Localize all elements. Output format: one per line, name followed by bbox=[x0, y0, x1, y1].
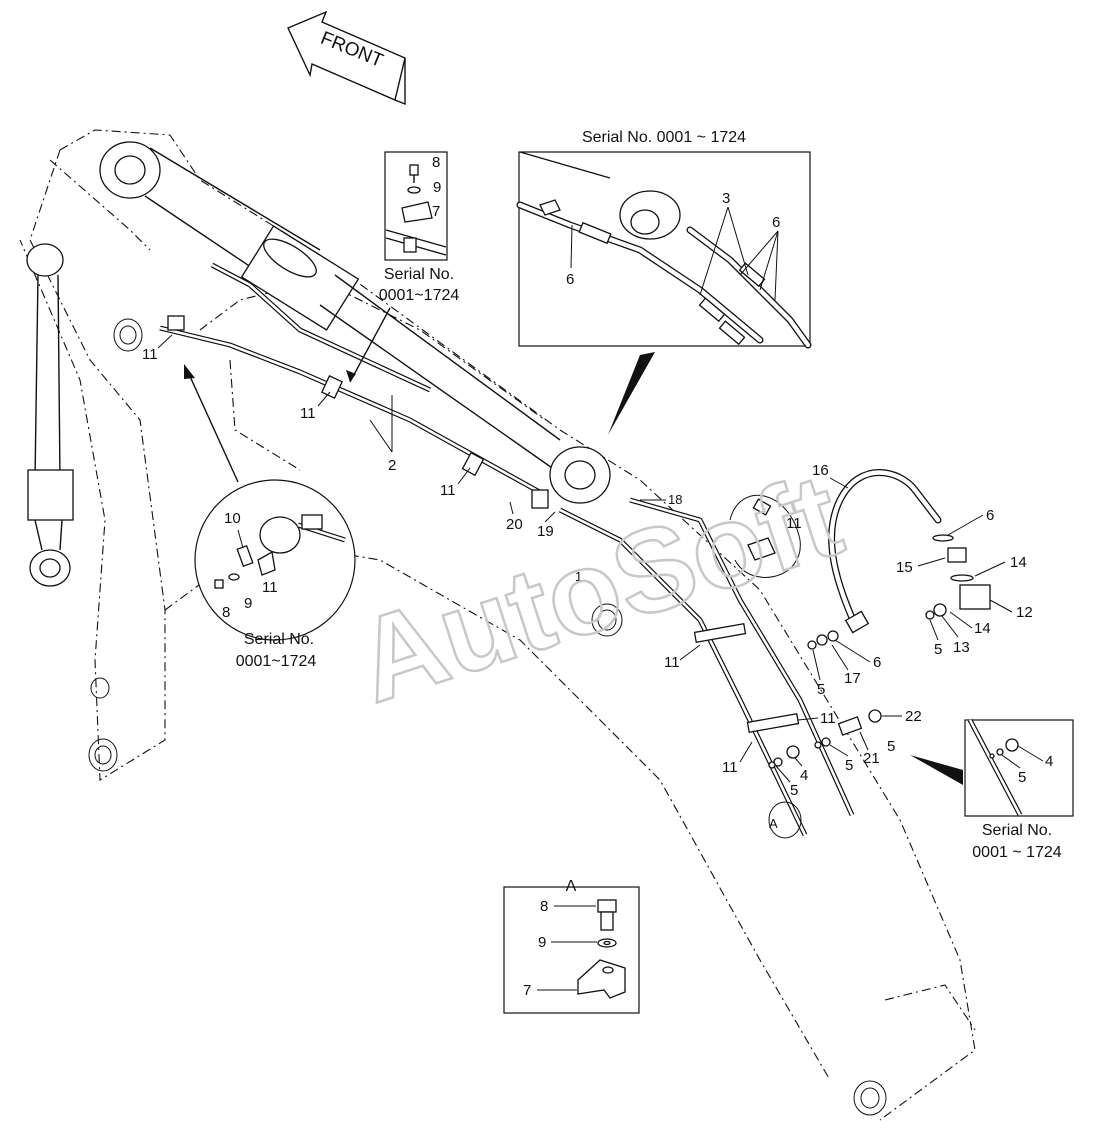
detail-a: A 8 9 7 A bbox=[503, 816, 778, 1014]
callout-17: 17 bbox=[844, 670, 861, 687]
callout-6-inset: 6 bbox=[566, 271, 574, 288]
callout-20: 20 bbox=[506, 516, 523, 533]
callout-11-f: 11 bbox=[722, 759, 738, 776]
callout-11-a: 11 bbox=[142, 346, 158, 363]
callout-14-a: 14 bbox=[1010, 554, 1027, 571]
callout-11-d: 11 bbox=[664, 654, 680, 671]
right-inset: 4 5 Serial No. 0001 ~ 1724 bbox=[910, 718, 1074, 861]
callout-15: 15 bbox=[896, 559, 913, 576]
callout-5-c: 5 bbox=[887, 738, 895, 755]
serial-top-inset: Serial No. 0001 ~ 1724 bbox=[582, 129, 746, 146]
fittings bbox=[768, 534, 991, 839]
boom-pipes bbox=[159, 262, 855, 837]
callout-19: 19 bbox=[537, 523, 554, 540]
callout-21: 21 bbox=[863, 750, 880, 767]
callout-8-small: 8 bbox=[432, 154, 440, 171]
small-inset: 8 9 7 Serial No. 0001~1724 bbox=[346, 151, 460, 383]
callout-8-detail: 8 bbox=[540, 898, 548, 915]
callout-14-b: 14 bbox=[974, 620, 991, 637]
callout-11-c: 11 bbox=[440, 482, 456, 499]
callout-18: 18 bbox=[668, 492, 682, 507]
callout-3: 3 bbox=[722, 190, 730, 207]
boom-cylinder bbox=[99, 141, 611, 504]
callout-4-right: 4 bbox=[1045, 753, 1053, 770]
callout-6-b: 6 bbox=[873, 654, 881, 671]
clamp-detail-11: 11 bbox=[729, 494, 802, 578]
callout-4: 4 bbox=[800, 767, 808, 784]
callout-7-small: 7 bbox=[432, 203, 440, 220]
callout-9-detail: 9 bbox=[538, 934, 546, 951]
arm-cylinder bbox=[26, 243, 74, 587]
callout-8-left: 8 bbox=[222, 604, 230, 621]
callout-13: 13 bbox=[953, 639, 970, 656]
serial-left-line1: Serial No. bbox=[244, 631, 314, 648]
serial-right-line2: 0001 ~ 1724 bbox=[972, 844, 1062, 861]
callout-6-a: 6 bbox=[986, 507, 994, 524]
callout-11-left-inset: 11 bbox=[262, 579, 278, 596]
callout-5-right: 5 bbox=[1018, 769, 1026, 786]
hose-16 bbox=[828, 469, 942, 634]
serial-small-line2: 0001~1724 bbox=[379, 287, 460, 304]
callout-7-detail: 7 bbox=[523, 982, 531, 999]
callout-16: 16 bbox=[812, 462, 829, 479]
callout-1: 1 bbox=[575, 569, 582, 584]
callout-10: 10 bbox=[224, 510, 241, 527]
callout-9-left: 9 bbox=[244, 595, 252, 612]
detail-a-label: A bbox=[566, 878, 577, 895]
callout-5-a: 5 bbox=[934, 641, 942, 658]
serial-small-line1: Serial No. bbox=[384, 266, 454, 283]
serial-left-line2: 0001~1724 bbox=[236, 653, 317, 670]
top-inset: Serial No. 0001 ~ 1724 3 6 6 bbox=[516, 129, 812, 435]
callout-5-e: 5 bbox=[790, 782, 798, 799]
callout-11-e: 11 bbox=[820, 710, 836, 727]
callout-6-top: 6 bbox=[772, 214, 780, 231]
callout-2: 2 bbox=[388, 457, 396, 474]
clamps bbox=[167, 315, 800, 734]
callout-12: 12 bbox=[1016, 604, 1033, 621]
callouts: 11 11 2 11 20 19 1 18 16 6 14 15 12 14 1… bbox=[142, 334, 1033, 799]
pointer-triangle-top bbox=[608, 352, 655, 435]
left-inset: 10 11 9 8 Serial No. 0001~1724 bbox=[184, 364, 356, 670]
callout-11-clamp: 11 bbox=[786, 515, 802, 532]
serial-right-line1: Serial No. bbox=[982, 822, 1052, 839]
callout-5-d: 5 bbox=[845, 757, 853, 774]
callout-5-b: 5 bbox=[817, 681, 825, 698]
detail-a-marker: A bbox=[769, 816, 778, 831]
callout-9-small: 9 bbox=[433, 179, 441, 196]
pointer-triangle-right bbox=[910, 755, 963, 785]
callout-22: 22 bbox=[905, 708, 922, 725]
callout-11-b: 11 bbox=[300, 405, 316, 422]
front-arrow: FRONT bbox=[287, 10, 406, 106]
